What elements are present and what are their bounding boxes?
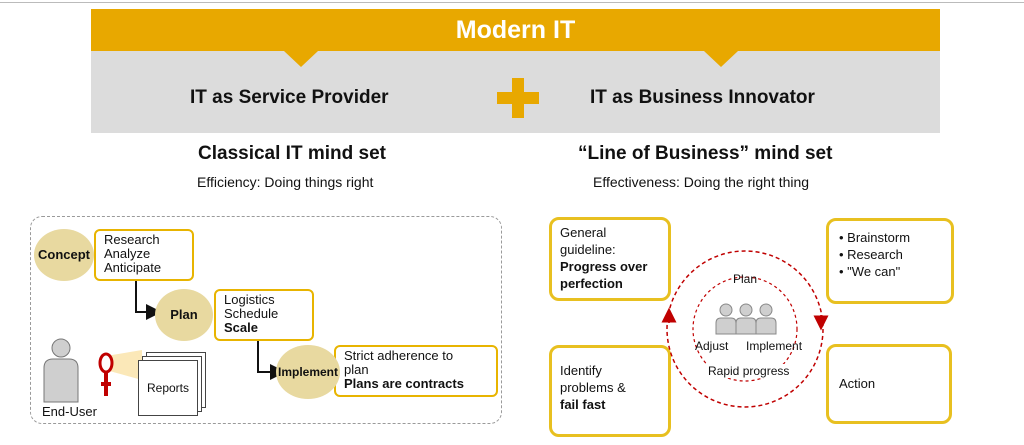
left-role: IT as Service Provider bbox=[190, 87, 389, 108]
modern-it-banner: Modern IT bbox=[91, 9, 940, 51]
cycle-diagram bbox=[661, 250, 829, 408]
plan-to-implement-arrow bbox=[257, 336, 286, 380]
plus-icon-bar bbox=[497, 92, 539, 104]
classical-process-panel bbox=[30, 216, 502, 424]
implement-item: plan bbox=[344, 362, 369, 377]
top-divider bbox=[0, 2, 1024, 3]
left-subtitle: Efficiency: Doing things right bbox=[197, 174, 374, 190]
left-mindset: Classical IT mind set bbox=[198, 143, 386, 164]
bullet-item: • Research bbox=[839, 247, 903, 262]
concept-items: Research Analyze Anticipate bbox=[104, 233, 161, 275]
guideline-box: General guideline: Progress over perfect… bbox=[549, 217, 671, 301]
person-icon bbox=[43, 338, 79, 403]
process-connectors bbox=[135, 276, 286, 380]
identify-text: problems & bbox=[560, 380, 626, 395]
team-icon bbox=[715, 303, 777, 335]
ideas-box: • Brainstorm • Research • "We can" bbox=[826, 218, 954, 304]
plan-circle: Plan bbox=[155, 289, 213, 341]
identify-box: Identify problems & fail fast bbox=[549, 345, 671, 437]
guideline-bold: Progress over bbox=[560, 259, 648, 274]
implement-box bbox=[334, 345, 498, 397]
implement-item: Strict adherence to bbox=[344, 348, 454, 363]
reports-document: Reports bbox=[138, 360, 198, 416]
concept-circle: Concept bbox=[34, 229, 94, 281]
concept-item: Analyze bbox=[104, 246, 151, 261]
plan-item: Schedule bbox=[224, 306, 279, 321]
bullet-icon: • bbox=[839, 230, 848, 245]
inner-cycle-ring bbox=[692, 276, 798, 382]
guideline-text: guideline: bbox=[560, 242, 616, 257]
cycle-implement-label: Implement bbox=[746, 339, 803, 353]
bullet-icon: • bbox=[839, 264, 848, 279]
identify-text: Identify bbox=[560, 363, 602, 378]
left-down-arrow bbox=[284, 51, 318, 67]
identify-bold: fail fast bbox=[560, 397, 606, 412]
cycle-rapid-label: Rapid progress bbox=[706, 364, 792, 378]
implement-circle: Implement bbox=[276, 345, 340, 399]
concept-box bbox=[94, 229, 194, 281]
magnifier-icon bbox=[98, 350, 142, 396]
concept-item: Anticipate bbox=[104, 260, 162, 275]
guideline-text: General bbox=[560, 225, 607, 240]
cycle-adjust-label: Adjust bbox=[695, 339, 729, 353]
plan-item-bold: Scale bbox=[224, 320, 258, 335]
cycle-plan-label: Plan bbox=[733, 272, 758, 286]
concept-to-plan-arrow bbox=[135, 276, 162, 320]
right-role: IT as Business Innovator bbox=[590, 87, 815, 108]
implement-items: Strict adherence to plan Plans are contr… bbox=[344, 349, 464, 391]
plan-items: Logistics Schedule Scale bbox=[224, 293, 278, 335]
action-box: Action bbox=[826, 344, 952, 424]
bullet-item: • Brainstorm bbox=[839, 230, 911, 245]
guideline-bold: perfection bbox=[560, 276, 623, 291]
bullet-icon: • bbox=[839, 247, 848, 262]
implement-item-bold: Plans are contracts bbox=[344, 376, 464, 391]
bullet-item: • "We can" bbox=[839, 264, 901, 279]
plan-item: Logistics bbox=[224, 292, 275, 307]
end-user-label: End-User bbox=[42, 404, 97, 419]
right-down-arrow bbox=[704, 51, 738, 67]
concept-item: Research bbox=[104, 232, 160, 247]
right-subtitle: Effectiveness: Doing the right thing bbox=[593, 174, 810, 190]
right-mindset: “Line of Business” mind set bbox=[578, 143, 833, 164]
plan-box bbox=[214, 289, 314, 341]
